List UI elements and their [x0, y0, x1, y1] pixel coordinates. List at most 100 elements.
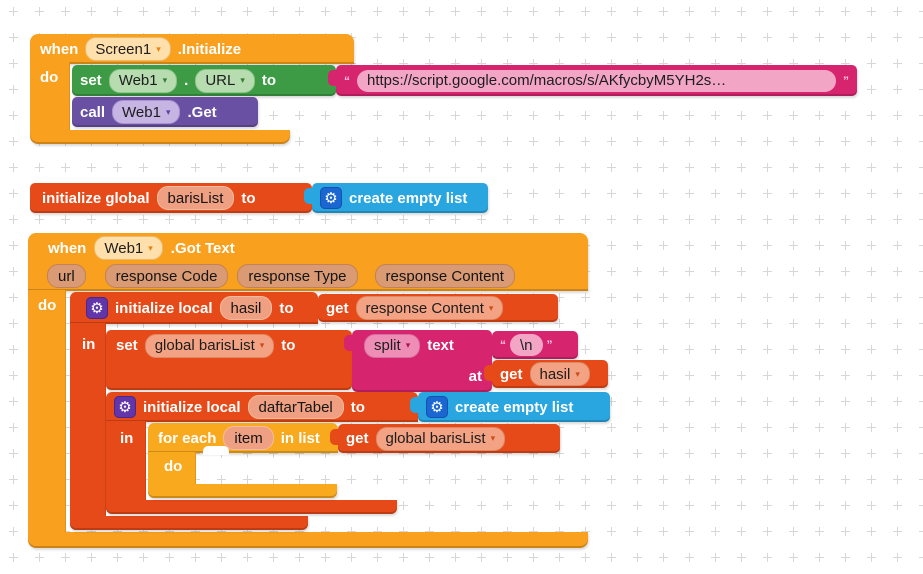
- close-quote: ”: [546, 338, 553, 352]
- set-web1-url-block[interactable]: set Web1 ▾ . URL ▾ to: [72, 65, 336, 96]
- daftartabel-bottom[interactable]: [106, 500, 397, 514]
- when-label: when: [48, 239, 87, 257]
- mutator-gear-icon[interactable]: ⚙: [86, 297, 108, 319]
- global-barislist-value: global barisList: [154, 337, 255, 354]
- daftartabel-name-field[interactable]: daftarTabel: [247, 395, 344, 419]
- when-screen1-initialize-block[interactable]: when Screen1 ▾ .Initialize: [30, 34, 354, 64]
- url-property-dropdown[interactable]: URL ▾: [195, 68, 255, 93]
- close-quote: ”: [843, 73, 849, 88]
- dropdown-caret-icon: ▾: [575, 368, 580, 379]
- to-label: to: [241, 189, 256, 207]
- dropdown-caret-icon: ▾: [156, 43, 161, 54]
- get-response-content-block[interactable]: get response Content ▾: [310, 294, 558, 322]
- newline-text-field[interactable]: \n: [510, 334, 543, 356]
- mutator-gear-icon[interactable]: ⚙: [320, 187, 342, 209]
- param-response-content[interactable]: response Content: [374, 264, 515, 288]
- for-each-block[interactable]: for each item in list: [148, 423, 338, 453]
- event-label: .Got Text: [170, 239, 235, 257]
- create-empty-list-label: create empty list: [455, 398, 574, 416]
- response-content-dropdown[interactable]: response Content ▾: [355, 296, 504, 320]
- web1-dropdown-value: Web1: [122, 103, 161, 121]
- in-label: in: [120, 430, 134, 447]
- hasil-bottom[interactable]: [70, 516, 308, 530]
- empty-statement-socket[interactable]: [203, 446, 229, 455]
- to-label: to: [279, 299, 294, 317]
- url-string-block[interactable]: “ https://script.google.com/macros/s/AKf…: [328, 65, 857, 96]
- mutator-gear-icon[interactable]: ⚙: [426, 396, 448, 418]
- screen1-dropdown-value: Screen1: [95, 40, 152, 58]
- create-empty-list-block[interactable]: ⚙ create empty list: [304, 183, 488, 213]
- to-label: to: [281, 337, 296, 354]
- when-web1-spine[interactable]: do: [28, 290, 66, 533]
- when-web1-bottom[interactable]: [28, 532, 588, 548]
- event-label: .Initialize: [177, 40, 242, 58]
- at-socket-label: at: [468, 368, 482, 385]
- url-property-value: URL: [205, 72, 236, 89]
- set-global-barislist-block[interactable]: set global barisList ▾ to: [106, 330, 352, 390]
- param-response-type[interactable]: response Type: [237, 264, 358, 288]
- for-each-spine[interactable]: do: [148, 452, 196, 485]
- initialize-global-barislist-block[interactable]: initialize global barisList to: [30, 183, 312, 213]
- dropdown-caret-icon: ▾: [405, 340, 411, 350]
- to-label: to: [261, 72, 277, 89]
- daftartabel-spine[interactable]: in: [106, 421, 146, 501]
- when-web1-gottext-block[interactable]: when Web1 ▾ .Got Text url response Code …: [28, 233, 588, 291]
- hasil-spine[interactable]: in: [70, 323, 106, 517]
- initialize-local-daftartabel-block[interactable]: ⚙ initialize local daftarTabel to: [106, 392, 418, 422]
- param-url[interactable]: url: [47, 264, 86, 288]
- when-screen1-spine[interactable]: do: [30, 62, 70, 131]
- split-op-value: split: [374, 337, 401, 354]
- global-barislist-value: global barisList: [385, 430, 486, 447]
- newline-string-block[interactable]: “ \n ”: [484, 331, 578, 359]
- dropdown-caret-icon: ▾: [490, 433, 496, 443]
- do-label: do: [38, 297, 57, 314]
- url-text-field[interactable]: https://script.google.com/macros/s/AKfyc…: [357, 69, 836, 92]
- hasil-dropdown[interactable]: hasil ▾: [529, 362, 590, 386]
- get-hasil-block[interactable]: get hasil ▾: [484, 360, 608, 388]
- get-label: get: [346, 430, 369, 447]
- web1-dropdown[interactable]: Web1 ▾: [112, 100, 181, 124]
- param-response-code[interactable]: response Code: [104, 264, 229, 288]
- when-screen1-bottom[interactable]: [30, 130, 290, 144]
- global-barislist-dropdown[interactable]: global barisList ▾: [375, 426, 506, 451]
- do-label: do: [40, 69, 59, 86]
- barislist-name-field[interactable]: barisList: [156, 186, 235, 210]
- dropdown-caret-icon: ▾: [259, 340, 265, 350]
- hasil-name-field[interactable]: hasil: [219, 296, 273, 320]
- hasil-value: hasil: [539, 365, 571, 383]
- do-label: do: [164, 458, 183, 475]
- for-each-label: for each: [158, 429, 217, 447]
- text-socket-label: text: [427, 337, 454, 354]
- response-content-value: response Content: [365, 299, 484, 317]
- dropdown-caret-icon: ▾: [148, 242, 153, 253]
- call-label: call: [80, 103, 106, 121]
- dropdown-caret-icon: ▾: [240, 75, 245, 85]
- web1-dropdown[interactable]: Web1 ▾: [108, 68, 178, 93]
- split-text-block[interactable]: split ▾ text at: [344, 330, 492, 392]
- set-label: set: [116, 337, 138, 354]
- screen1-dropdown[interactable]: Screen1 ▾: [85, 37, 171, 61]
- web1-dropdown-value: Web1: [104, 239, 144, 257]
- open-quote: “: [344, 73, 350, 88]
- for-each-bottom[interactable]: [148, 484, 337, 498]
- call-web1-get-block[interactable]: call Web1 ▾ .Get: [72, 97, 258, 127]
- in-list-label: in list: [280, 429, 320, 447]
- dropdown-caret-icon: ▾: [162, 75, 168, 85]
- web1-dropdown[interactable]: Web1 ▾: [94, 236, 163, 260]
- create-empty-list-block[interactable]: ⚙ create empty list: [410, 392, 610, 422]
- split-op-dropdown[interactable]: split ▾: [364, 333, 421, 358]
- dropdown-caret-icon: ▾: [488, 302, 494, 313]
- to-label: to: [350, 398, 365, 416]
- open-quote: “: [500, 338, 506, 352]
- item-name-field[interactable]: item: [223, 426, 274, 450]
- dot-label: .: [184, 72, 189, 89]
- in-label: in: [82, 336, 96, 353]
- global-barislist-dropdown[interactable]: global barisList ▾: [144, 333, 275, 358]
- set-label: set: [80, 72, 102, 89]
- when-label: when: [40, 40, 79, 58]
- create-empty-list-label: create empty list: [349, 189, 468, 207]
- initialize-local-hasil-block[interactable]: ⚙ initialize local hasil to: [70, 292, 318, 324]
- mutator-gear-icon[interactable]: ⚙: [114, 396, 136, 418]
- get-global-barislist-block[interactable]: get global barisList ▾: [330, 424, 560, 453]
